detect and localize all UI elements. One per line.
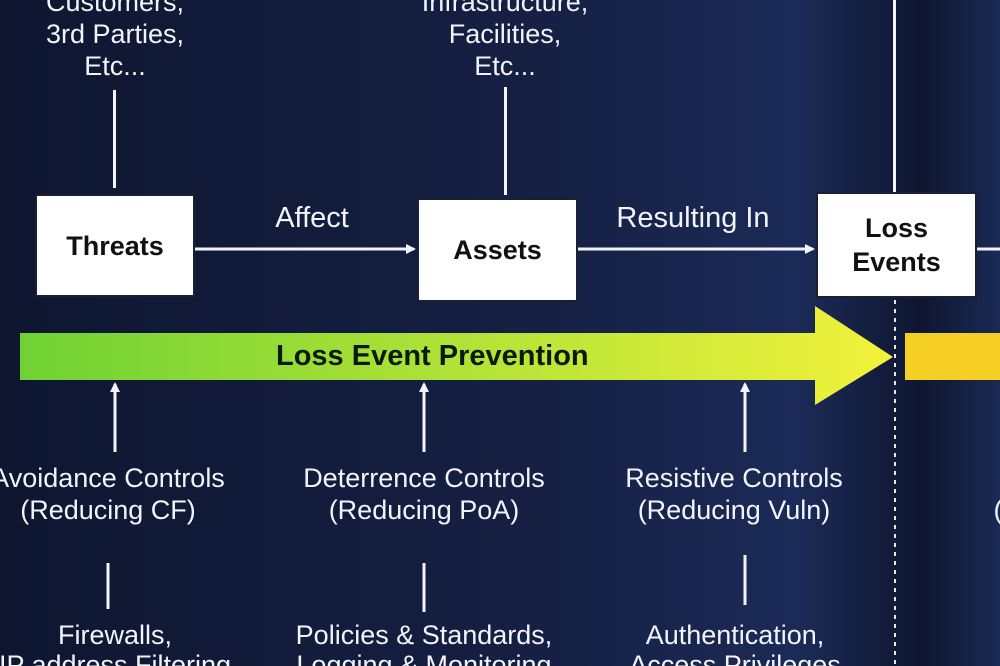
threat-sources-label: Customers, 3rd Parties, Etc...	[15, 0, 215, 82]
threat-source-connector	[113, 90, 116, 188]
asset-types-label: Infrastructure, Facilities, Etc...	[405, 0, 605, 82]
assets-label: Assets	[453, 235, 542, 265]
threat-source-line: 3rd Parties,	[45, 19, 185, 49]
control-name: Avoidance Controls	[0, 463, 225, 493]
threat-source-line: Customers,	[45, 0, 185, 17]
example-line: Firewalls,	[57, 620, 172, 650]
assets-box: Assets	[417, 198, 578, 302]
example-line: Access Privileges	[629, 650, 841, 666]
resistive-examples: Authentication, Access Privileges	[600, 620, 870, 666]
right-edge-fragment: (	[988, 494, 1000, 526]
asset-type-line: Infrastructure,	[421, 0, 589, 17]
resistive-controls: Resistive Controls (Reducing Vuln)	[604, 462, 864, 526]
threat-source-line: Etc...	[84, 51, 146, 81]
asset-type-line: Etc...	[474, 51, 536, 81]
example-line: Logging & Monitoring	[296, 650, 552, 666]
loss-events-label-line1: Loss	[864, 213, 929, 243]
asset-type-connector	[504, 87, 507, 195]
avoidance-controls: Avoidance Controls (Reducing CF)	[0, 462, 238, 526]
threats-label: Threats	[66, 230, 164, 261]
avoidance-examples: Firewalls, IP address Filtering	[0, 620, 250, 666]
loss-events-label-line2: Events	[852, 247, 941, 277]
deterrence-examples: Policies & Standards, Logging & Monitori…	[284, 620, 564, 666]
control-detail: (Reducing Vuln)	[637, 495, 831, 525]
example-line: Policies & Standards,	[295, 620, 553, 650]
control-detail: (Reducing PoA)	[328, 495, 520, 525]
control-name: Resistive Controls	[625, 463, 843, 493]
control-name: Deterrence Controls	[303, 463, 545, 493]
deterrence-controls: Deterrence Controls (Reducing PoA)	[294, 462, 554, 526]
loss-events-box: Loss Events	[816, 192, 977, 298]
asset-type-line: Facilities,	[448, 19, 562, 49]
example-line: Authentication,	[645, 620, 825, 650]
control-detail: (Reducing CF)	[20, 495, 196, 525]
next-phase-arrow-segment	[905, 333, 1000, 380]
resulting-in-edge-label: Resulting In	[616, 202, 770, 234]
loss-event-prevention-label: Loss Event Prevention	[276, 340, 589, 372]
threats-box: Threats	[35, 194, 195, 297]
affect-edge-label: Affect	[275, 202, 349, 234]
example-line: IP address Filtering	[0, 650, 232, 666]
loss-events-top-connector	[893, 0, 896, 193]
